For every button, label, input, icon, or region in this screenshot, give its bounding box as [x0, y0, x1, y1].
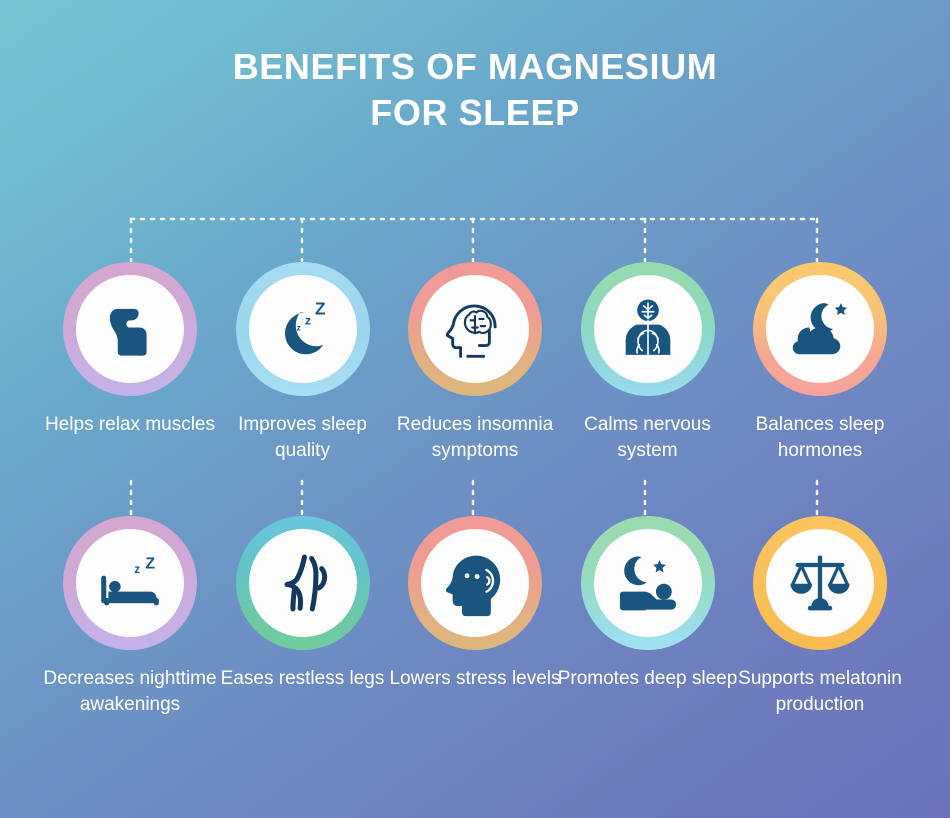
- benefit-icon-circle[interactable]: [408, 262, 542, 396]
- svg-text:Z: Z: [145, 556, 155, 573]
- benefit-icon-circle[interactable]: [235, 516, 370, 650]
- benefit-item-decreases-nighttime-awakenings[interactable]: Z z Decreases nighttime awakenings: [43, 516, 217, 718]
- benefit-icon-circle[interactable]: [753, 516, 887, 650]
- benefit-icon-circle[interactable]: Z z z: [235, 262, 370, 396]
- benefit-icon-circle[interactable]: [408, 516, 542, 650]
- benefits-row-2: Z z Decreases nighttime awakenings: [0, 516, 950, 718]
- benefit-icon-circle[interactable]: Z z: [63, 516, 197, 650]
- benefit-item-lowers-stress-levels[interactable]: Lowers stress levels: [389, 516, 561, 718]
- cloud-moon-star-icon: [784, 293, 856, 365]
- benefit-icon-circle[interactable]: [580, 262, 715, 396]
- head-brain-outline-icon: [439, 293, 511, 365]
- flexed-bicep-icon: [94, 293, 166, 365]
- title-line-2: FOR SLEEP: [370, 92, 580, 133]
- benefit-label: Supports melatonin production: [738, 668, 902, 715]
- benefits-row-1: Helps relax muscles Z z z Improves sleep…: [0, 262, 950, 464]
- svg-text:Z: Z: [315, 299, 326, 319]
- balance-scales-icon: [784, 547, 856, 619]
- benefit-item-promotes-deep-sleep[interactable]: Promotes deep sleep: [558, 516, 737, 718]
- benefit-item-eases-restless-legs[interactable]: Eases restless legs: [221, 516, 384, 718]
- svg-text:z: z: [296, 322, 300, 332]
- benefit-label: Lowers stress levels: [389, 668, 561, 689]
- title-line-1: BENEFITS OF MAGNESIUM: [232, 46, 718, 87]
- page-title: BENEFITS OF MAGNESIUM FOR SLEEP: [0, 44, 950, 136]
- benefit-label: Balances sleep hormones: [755, 414, 885, 461]
- head-silhouette-icon: [439, 547, 511, 619]
- person-in-bed-zzz-icon: Z z: [94, 547, 166, 619]
- benefit-item-improves-sleep-quality[interactable]: Z z z Improves sleep quality: [223, 262, 383, 464]
- benefit-icon-circle[interactable]: [753, 262, 887, 396]
- knee-leg-outline-icon: [267, 547, 339, 619]
- nervous-system-icon: [612, 293, 684, 365]
- benefit-item-reduces-insomnia-symptoms[interactable]: Reduces insomnia symptoms: [395, 262, 555, 464]
- benefit-label: Improves sleep quality: [238, 414, 367, 461]
- benefit-item-helps-relax-muscles[interactable]: Helps relax muscles: [45, 262, 215, 464]
- benefit-item-calms-nervous-system[interactable]: Calms nervous system: [568, 262, 728, 464]
- benefit-label: Helps relax muscles: [45, 414, 215, 435]
- benefit-label: Promotes deep sleep: [557, 668, 738, 689]
- benefit-label: Decreases nighttime awakenings: [43, 668, 217, 715]
- benefit-icon-circle[interactable]: [580, 516, 715, 650]
- benefit-item-balances-sleep-hormones[interactable]: Balances sleep hormones: [740, 262, 900, 464]
- benefit-item-supports-melatonin-production[interactable]: Supports melatonin production: [738, 516, 902, 718]
- benefit-icon-circle[interactable]: [63, 262, 197, 396]
- benefit-label: Calms nervous system: [584, 414, 711, 461]
- sleeping-person-moon-star-icon: [612, 547, 684, 619]
- crescent-moon-zzz-icon: Z z z: [267, 293, 339, 365]
- benefit-label: Eases restless legs: [220, 668, 385, 689]
- benefit-label: Reduces insomnia symptoms: [396, 414, 554, 461]
- svg-text:z: z: [134, 564, 140, 576]
- svg-text:z: z: [304, 314, 310, 328]
